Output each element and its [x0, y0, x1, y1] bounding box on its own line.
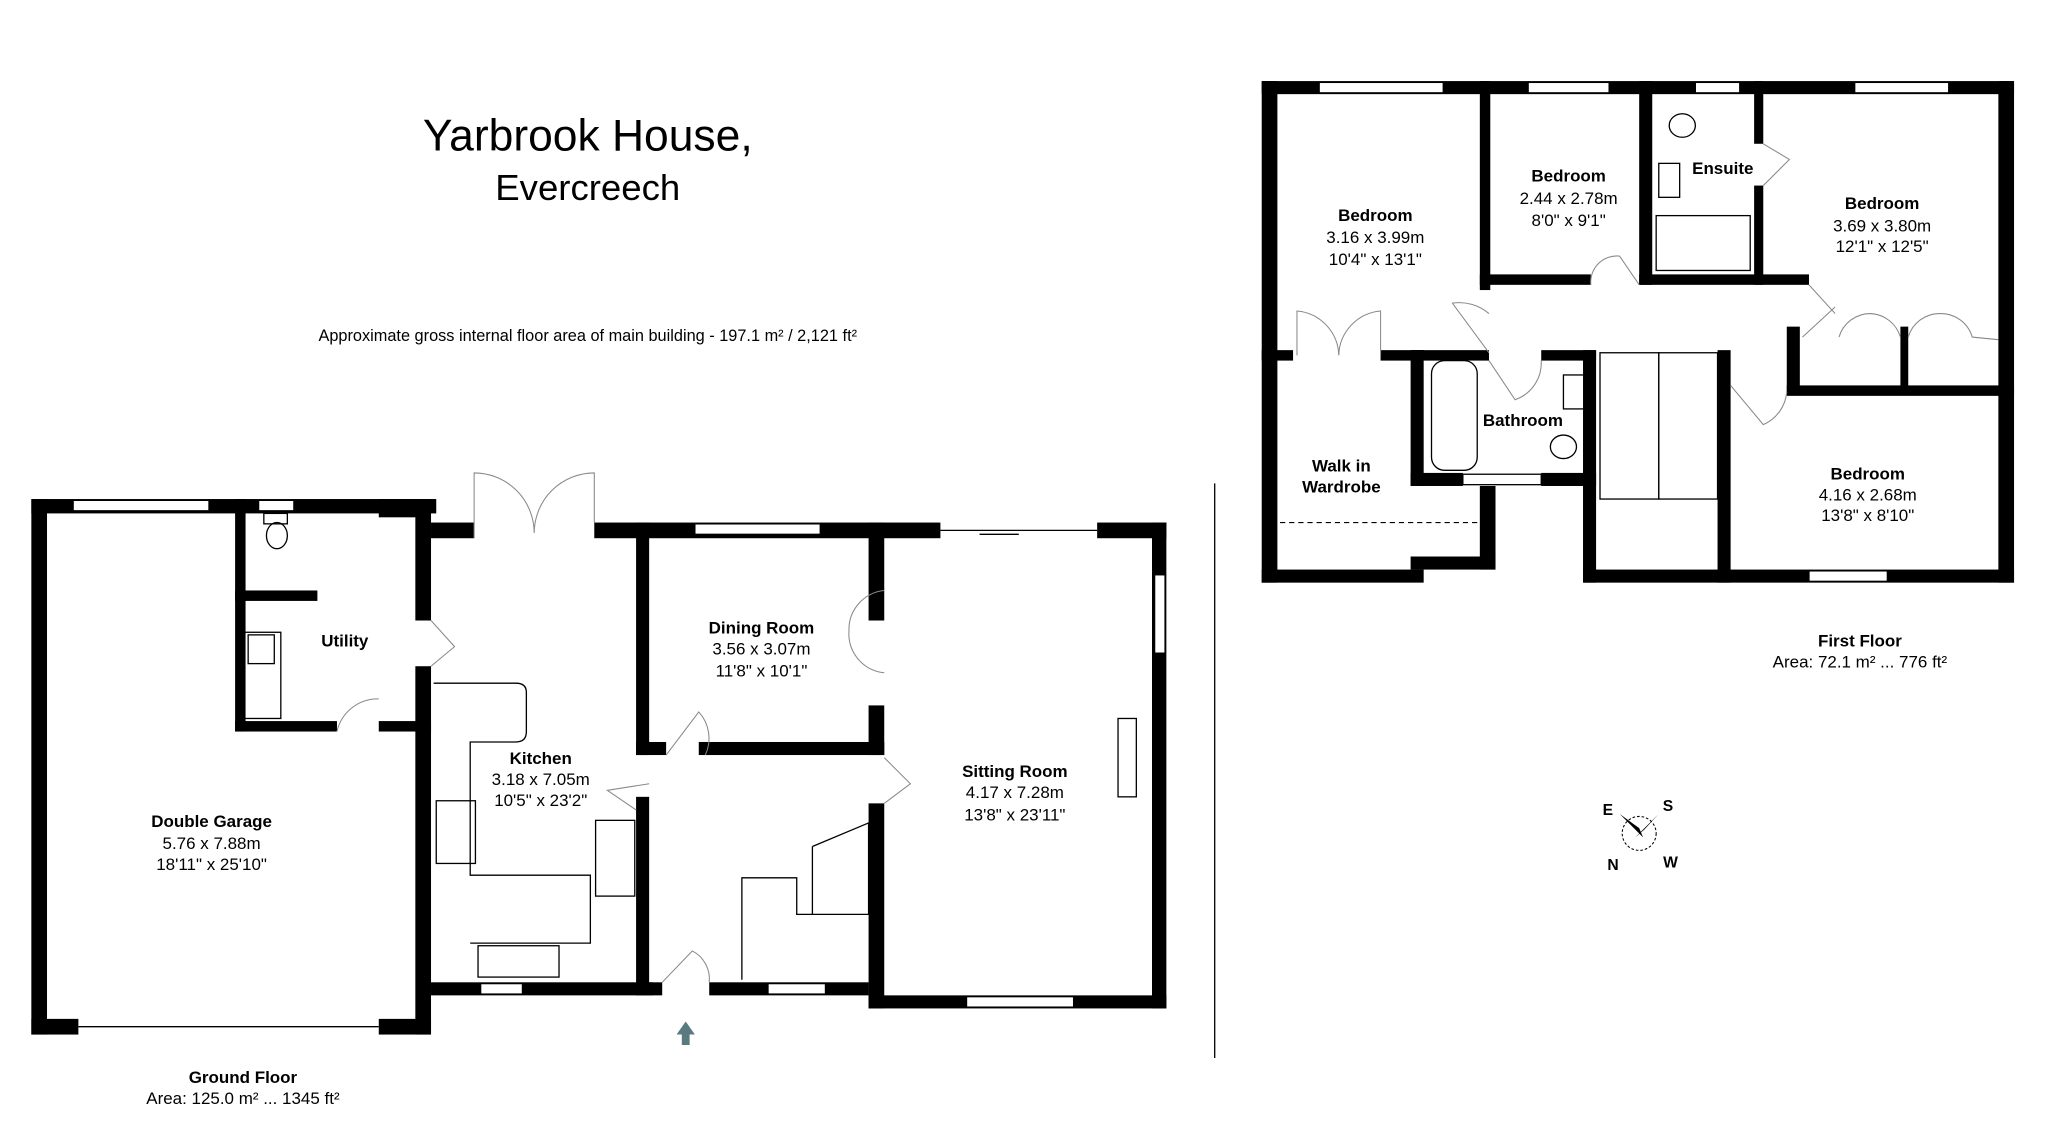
- compass-west: W: [1663, 854, 1678, 871]
- ground-floor-area: Area: 125.0 m² ... 1345 ft²: [146, 1089, 340, 1108]
- room-dimensions-imperial: 18'11" x 25'10": [156, 855, 267, 874]
- room-dimensions-metric: 3.16 x 3.99m: [1326, 228, 1424, 247]
- room-name: Utility: [321, 632, 369, 651]
- room-dimensions-metric: 3.69 x 3.80m: [1833, 216, 1931, 235]
- room-name: Bedroom: [1338, 206, 1412, 225]
- room-dimensions-metric: 3.18 x 7.05m: [492, 770, 590, 789]
- ground-floor-plan: [31, 472, 1167, 1045]
- room-name: Walk in: [1312, 457, 1371, 476]
- room-dimensions-metric: 4.17 x 7.28m: [966, 783, 1064, 802]
- compass-north: N: [1607, 857, 1618, 874]
- room-dimensions-imperial: 12'1" x 12'5": [1836, 237, 1929, 256]
- room-dimensions-metric: 5.76 x 7.88m: [163, 834, 261, 853]
- compass-icon: E S N W: [1603, 798, 1679, 874]
- compass-south: S: [1663, 798, 1673, 815]
- room-name: Bedroom: [1845, 194, 1919, 213]
- ground-floor-label: Ground Floor: [189, 1068, 298, 1087]
- room-name: Bathroom: [1483, 411, 1563, 430]
- room-name: Sitting Room: [962, 762, 1068, 781]
- room-dimensions-imperial: 13'8" x 23'11": [964, 805, 1065, 824]
- room-name: Bedroom: [1831, 464, 1905, 483]
- window: [72, 499, 210, 512]
- room-dimensions-metric: 4.16 x 2.68m: [1819, 485, 1917, 504]
- room-dimensions-imperial: 10'5" x 23'2": [494, 791, 587, 810]
- room-dimensions-imperial: 11'8" x 10'1": [716, 662, 808, 681]
- room-dimensions-imperial: 13'8" x 8'10": [1821, 506, 1914, 525]
- property-location: Evercreech: [495, 167, 680, 208]
- room-dimensions-metric: 3.56 x 3.07m: [712, 639, 810, 658]
- room-name: Kitchen: [510, 749, 572, 768]
- fireplace: [1117, 717, 1137, 798]
- first-floor-plan: [1261, 81, 2015, 583]
- room-name: Ensuite: [1692, 159, 1753, 178]
- first-floor-label: First Floor: [1818, 632, 1902, 651]
- compass-east: E: [1603, 802, 1613, 819]
- room-dimensions-metric: 2.44 x 2.78m: [1520, 189, 1618, 208]
- property-title: Yarbrook House,: [423, 111, 753, 160]
- first-floor-area: Area: 72.1 m² ... 776 ft²: [1773, 653, 1948, 672]
- entrance-arrow-icon: [676, 1021, 695, 1045]
- room-name: Double Garage: [151, 812, 272, 831]
- room-name: Dining Room: [709, 619, 815, 638]
- total-area-note: Approximate gross internal floor area of…: [318, 327, 857, 345]
- room-dimensions-imperial: 8'0" x 9'1": [1532, 211, 1606, 230]
- room-name: Bedroom: [1531, 167, 1605, 186]
- room-dimensions-imperial: 10'4" x 13'1": [1329, 250, 1422, 269]
- room-name: Wardrobe: [1302, 478, 1381, 497]
